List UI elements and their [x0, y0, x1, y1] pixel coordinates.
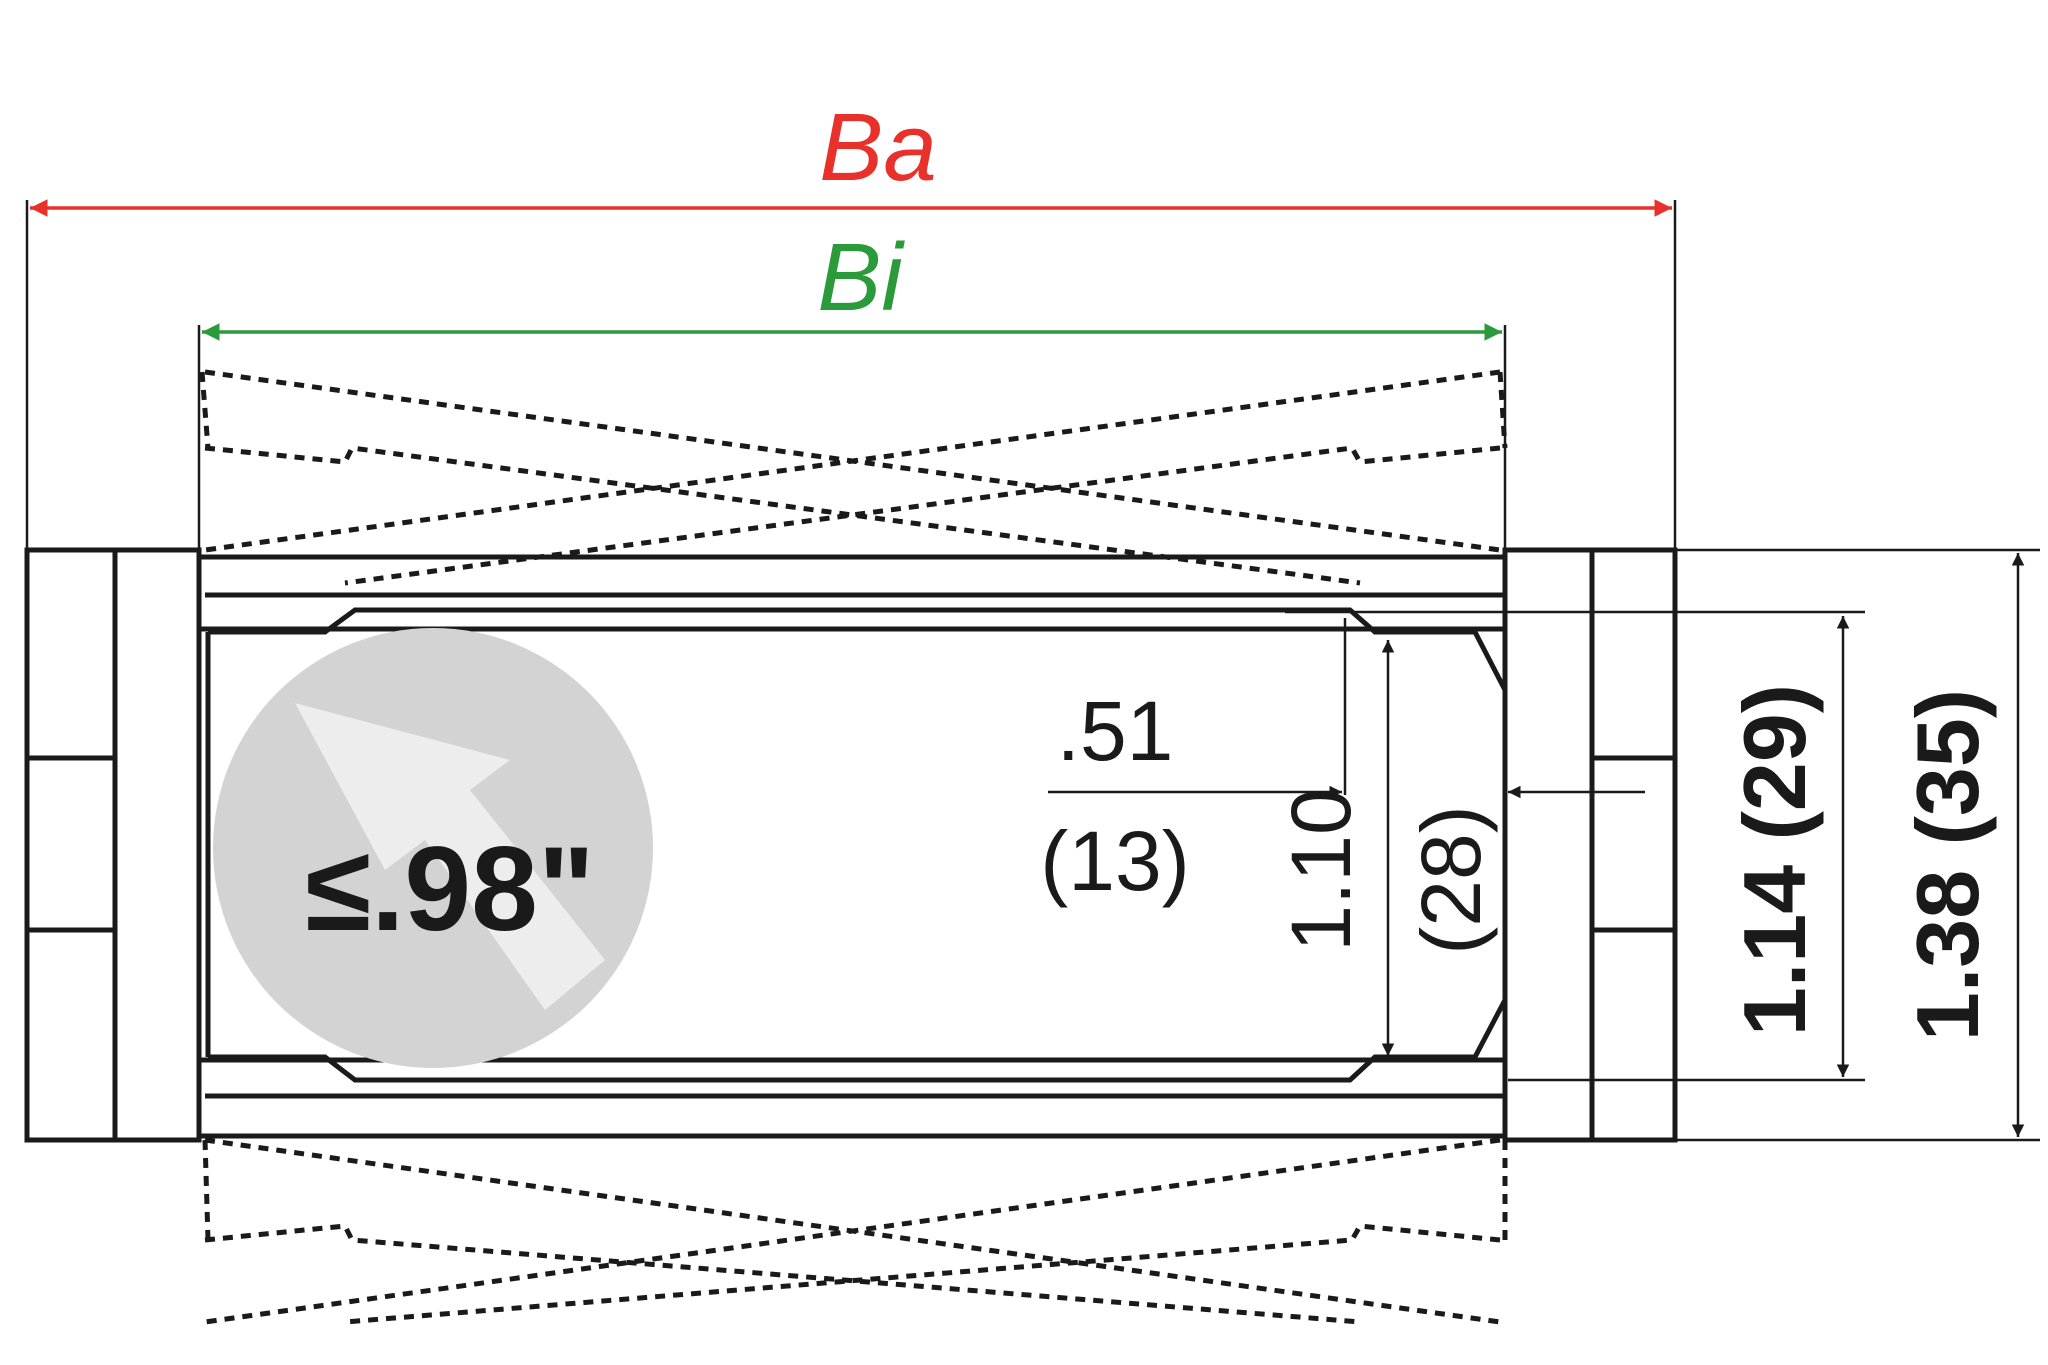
bi-dimension: Bi — [197, 224, 1507, 548]
outer-height-dimension: 1.38 (35) — [1675, 548, 2040, 1142]
side-clearance-dimension: .51 (13) — [1040, 618, 1645, 908]
inner-height-in-label: 1.10 — [1274, 788, 1368, 952]
crossbar-swing-bottom — [202, 1137, 1508, 1325]
cable-arrow-icon — [295, 703, 605, 1010]
ba-label: Ba — [819, 94, 936, 201]
cable-max-label: ≤.98" — [305, 822, 595, 956]
bi-label: Bi — [817, 224, 905, 331]
side-mm-label: (13) — [1040, 814, 1189, 908]
side-in-label: .51 — [1057, 684, 1174, 778]
ba-dimension: Ba — [25, 94, 1677, 548]
mid-height-label: 1.14 (29) — [1725, 684, 1824, 1036]
crossbars — [196, 554, 1508, 1139]
inner-height-mm-label: (28) — [1404, 805, 1498, 954]
right-side-link — [1502, 547, 1678, 1143]
cable-diameter-indicator: ≤.98" — [213, 628, 653, 1068]
inner-opening — [205, 607, 1508, 1083]
outer-height-label: 1.38 (35) — [1898, 689, 1997, 1041]
left-side-link — [24, 547, 202, 1143]
mid-height-dimension: 1.14 (29) — [1285, 610, 1865, 1082]
inner-height-dimension: 1.10 (28) — [1274, 640, 1498, 1056]
crossbar-swing-top — [199, 369, 1508, 586]
